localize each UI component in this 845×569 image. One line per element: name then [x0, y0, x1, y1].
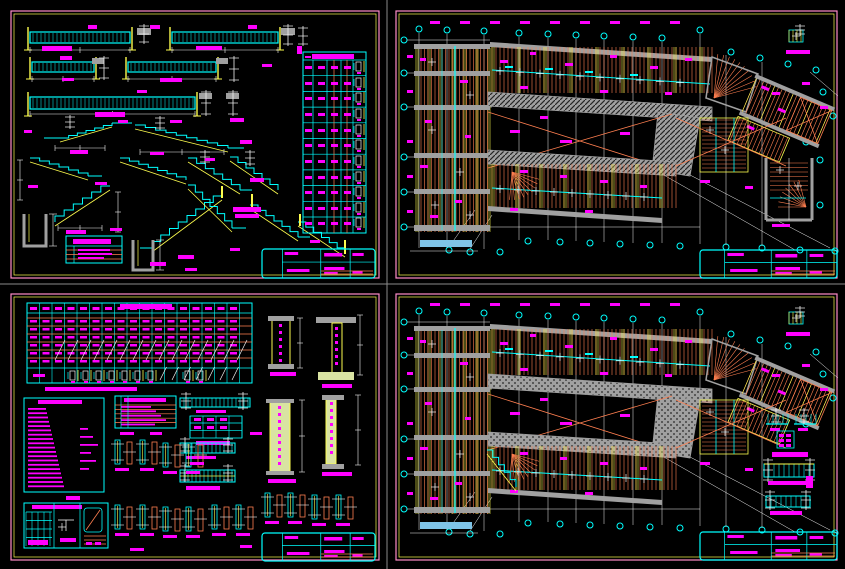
sheet-3-frame [10, 293, 380, 561]
sheet-3-schedule-notes-details [23, 302, 376, 562]
sheet-2-frame [395, 10, 838, 279]
sheet-1-beam-and-stair-details [17, 24, 376, 279]
sheet-4-frame [395, 293, 838, 561]
sheet-1-frame [10, 10, 380, 279]
sheet-2-stair-plan-detail [764, 156, 824, 227]
sheet-4-framing-plan [400, 303, 839, 561]
sheet-2-framing-plan [400, 21, 839, 279]
sheet-4-beam-details [486, 408, 817, 515]
